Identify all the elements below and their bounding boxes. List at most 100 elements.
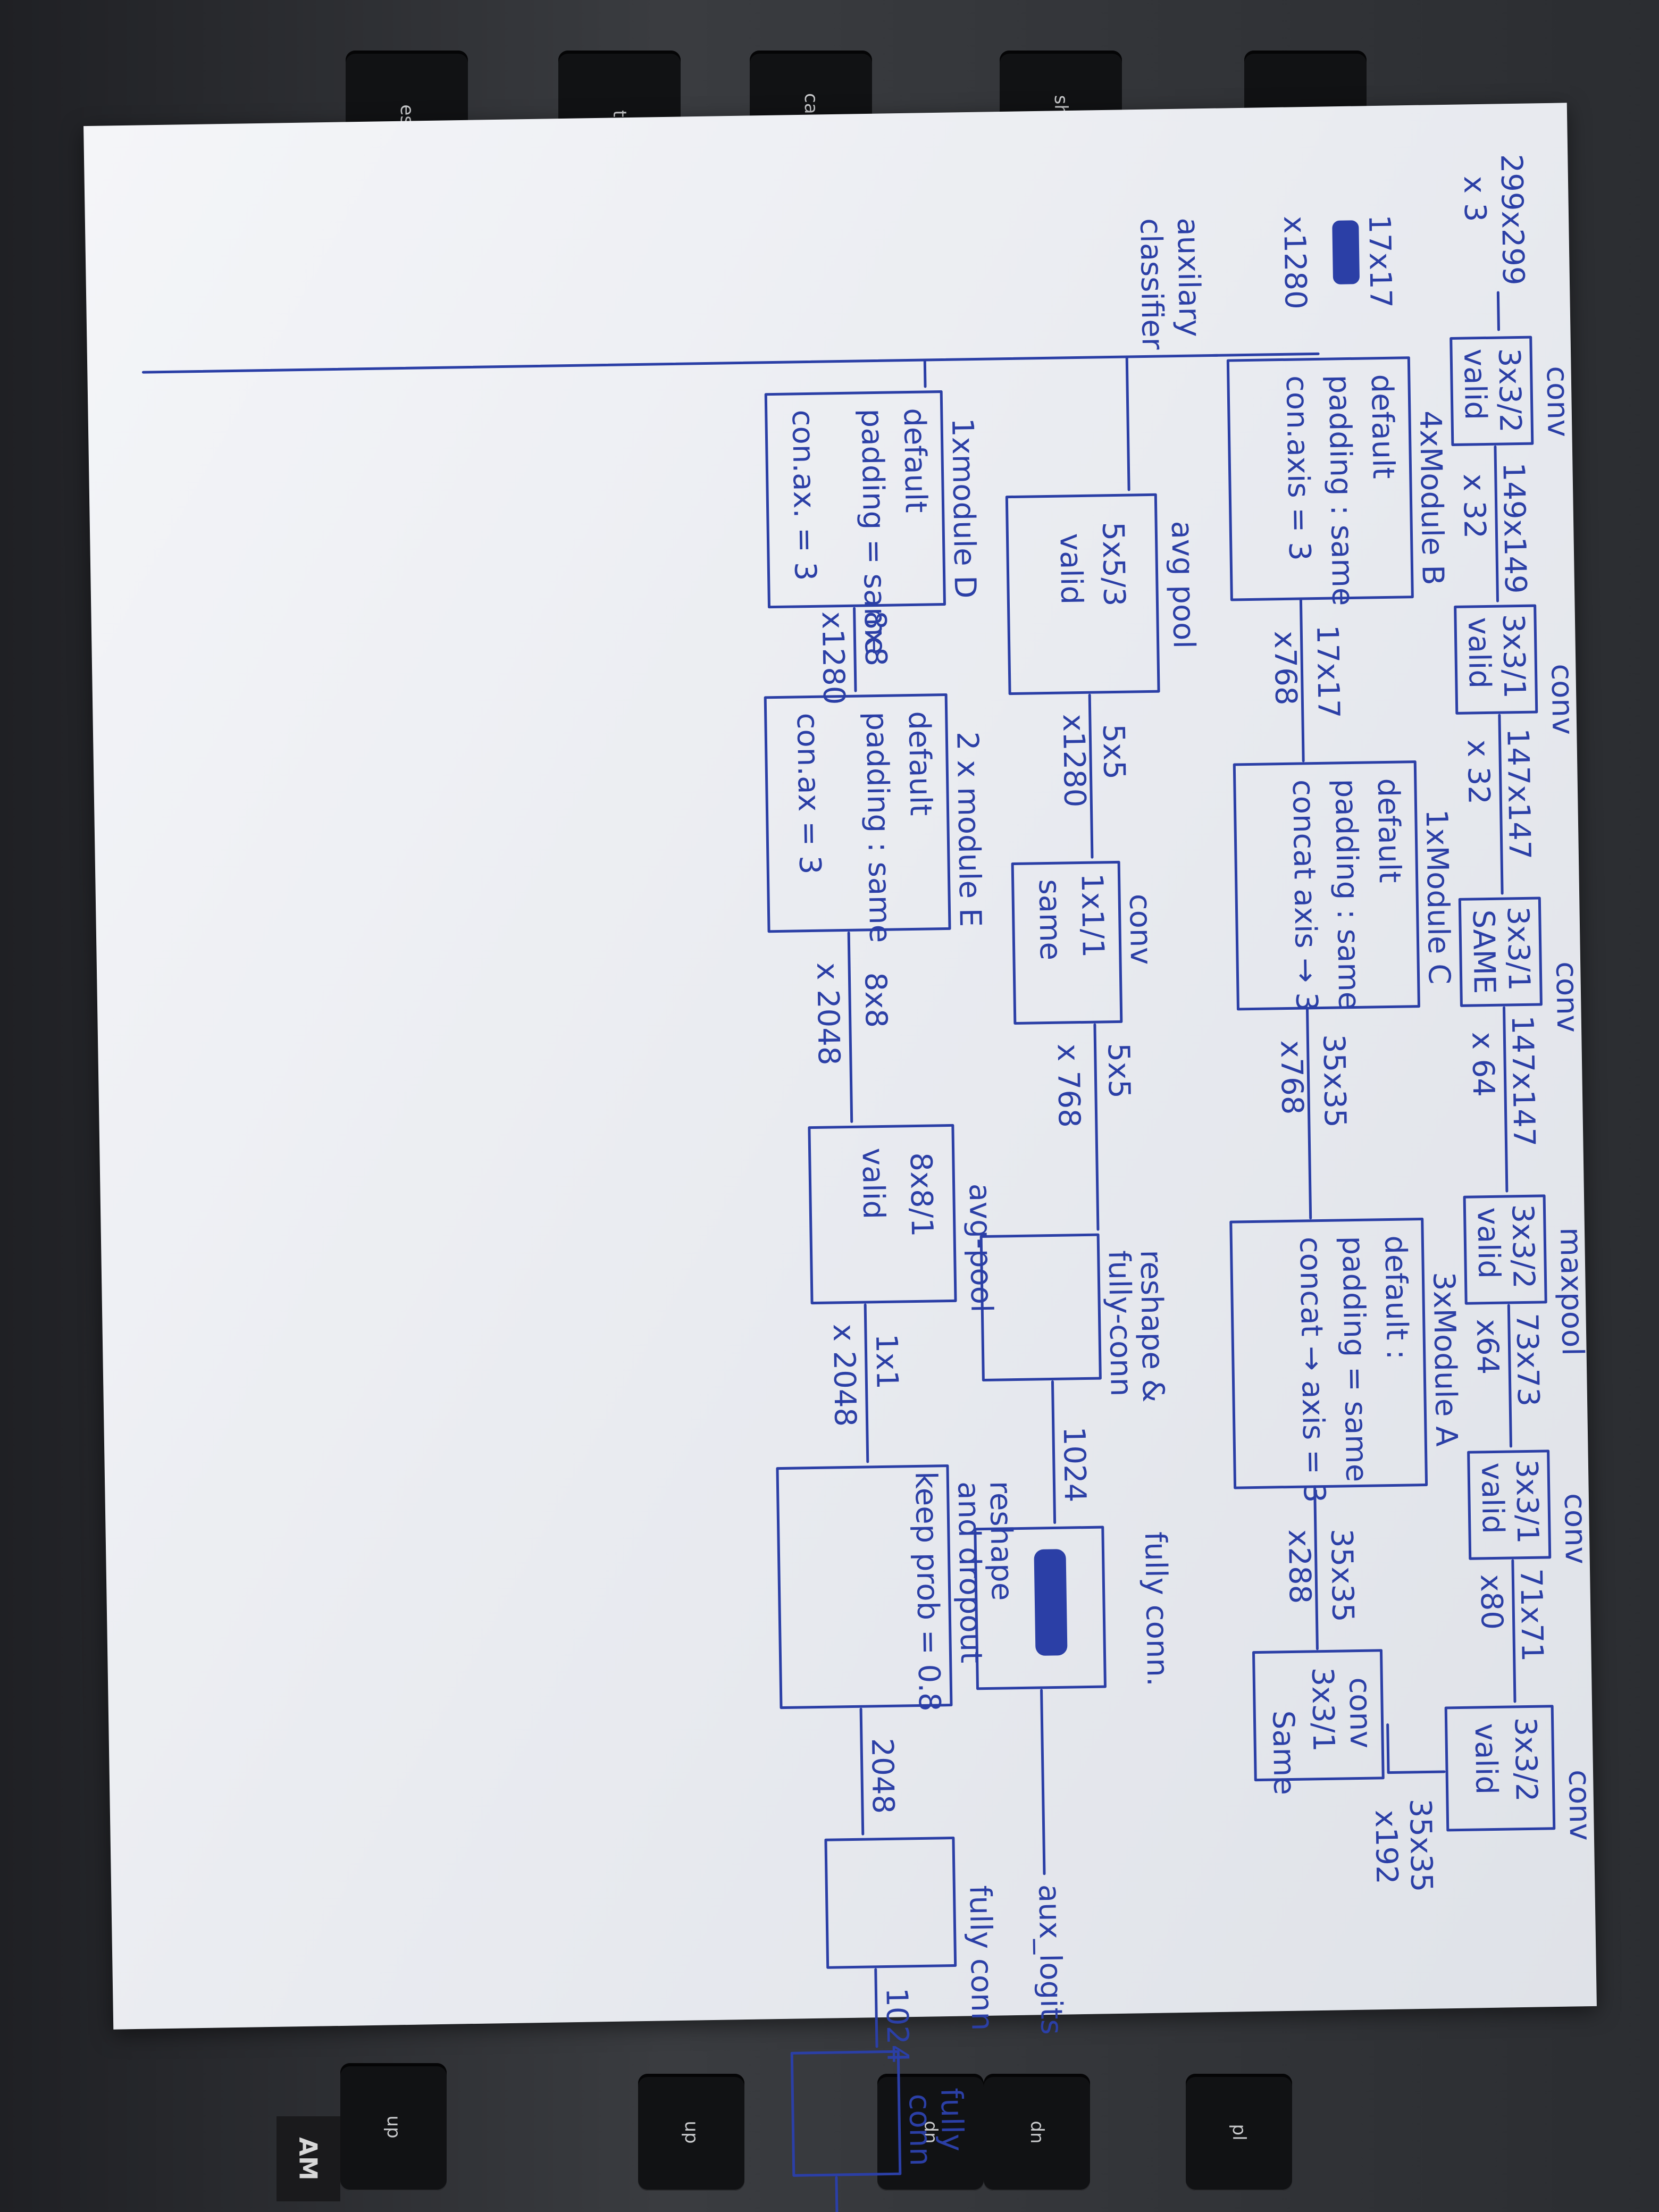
shape-3-a: 147x147	[1505, 1015, 1541, 1147]
key-right-1[interactable]: up	[340, 2063, 447, 2191]
block-aux-reshape: reshape & fully-conn	[979, 1233, 1170, 1403]
block-conv-5-title: conv	[1562, 1770, 1597, 1841]
final-shape-3-b: x 2048	[826, 1323, 862, 1427]
block-conv-3: conv 3x3/1 SAME	[1458, 896, 1585, 1033]
final-shape-1-b: x1280	[815, 611, 851, 705]
arrow-aux-1	[1088, 693, 1094, 859]
block-final-fc-2: fully conn	[790, 2050, 969, 2177]
block-reshape-line1: and dropout	[951, 1481, 988, 1663]
block-conv-1-line2: valid	[1457, 348, 1493, 420]
block-conv-5-line2: valid	[1468, 1723, 1504, 1795]
block-aux-avgpool-box	[1005, 493, 1160, 696]
arrow-aux-in	[1125, 355, 1130, 491]
block-module-e-line3: con.ax = 3	[790, 713, 827, 875]
block-aux-fc-title: fully conn.	[1138, 1531, 1175, 1687]
block-module-c: 1xModule C default padding : same concat…	[1233, 760, 1456, 1011]
block-aux-reshape-title: reshape &	[1134, 1250, 1170, 1403]
arrow-aux-out	[1040, 1689, 1046, 1875]
block-conv-2-line1: 3x3/1	[1496, 614, 1531, 699]
aux-label-2: classifier	[1133, 218, 1170, 350]
block-module-c-box	[1233, 760, 1420, 1011]
arrow-2	[1498, 714, 1504, 895]
block-conv-1-box	[1449, 336, 1534, 446]
key-right-2[interactable]: up	[638, 2074, 744, 2191]
block-final-fc-2-box	[790, 2050, 902, 2177]
block-module-c-line1: default	[1371, 778, 1407, 883]
block-avgpool: avg-pool 8x8/1 valid	[808, 1124, 999, 1313]
shape-5-b: x80	[1473, 1574, 1509, 1630]
block-module-c-line2: padding : same	[1328, 778, 1367, 1010]
arrow-aux-2	[1093, 1023, 1100, 1231]
block-reshape-box	[776, 1464, 953, 1710]
mshape-1-b: x288	[1281, 1529, 1317, 1604]
block-module-d-box	[764, 390, 946, 609]
block-conv-4: conv 3x3/1 valid	[1467, 1449, 1593, 1564]
block-avgpool-title: avg-pool	[962, 1183, 999, 1313]
block-module-d-line3: con.ax. = 3	[785, 409, 823, 581]
block-module-a-title: 3xModule A	[1426, 1271, 1463, 1446]
block-avgpool-line1: 8x8/1	[903, 1152, 939, 1237]
arrow-final-3	[864, 1303, 869, 1463]
key-right-3[interactable]: dn	[877, 2074, 984, 2191]
input-channels: x 3	[1457, 175, 1492, 222]
block-module-b-line3: con.axis = 3	[1279, 375, 1317, 562]
block-module-a-box	[1229, 1218, 1428, 1489]
block-conv-1-line1: 3x3/2	[1492, 348, 1527, 433]
mshape-4-b: x1280	[1277, 216, 1313, 310]
arrow-9	[1299, 597, 1305, 763]
final-shape-3-a: 1x1	[869, 1334, 904, 1389]
arrow-final-out	[835, 2176, 839, 2212]
shape-3-b: x 64	[1465, 1032, 1501, 1097]
key-right-5[interactable]: pl	[1186, 2074, 1292, 2191]
shape-6-b: x192	[1368, 1809, 1404, 1884]
aux-shape-1-b: x1280	[1056, 714, 1092, 808]
block-aux-fc: fully conn.	[974, 1526, 1175, 1690]
arrow-aux-3	[1051, 1380, 1057, 1524]
block-final-fc-1: fully conn	[824, 1837, 1000, 2031]
diagram-canvas: 299x299 x 3 conv 3x3/2 valid 149x149 x 3…	[141, 154, 1597, 2212]
arrow-6	[1386, 1723, 1446, 1774]
block-conv-3-line1: 3x3/1	[1501, 906, 1536, 991]
block-conv-6-line1: 3x3/1	[1305, 1667, 1340, 1752]
arrow-final-2	[847, 931, 853, 1123]
arrow-final-1	[853, 607, 857, 692]
branch-line-top	[1210, 352, 1320, 357]
aux-shape-3: 1024	[1057, 1426, 1092, 1503]
mshape-2-b: x768	[1273, 1040, 1309, 1115]
block-module-e: 2 x module E default padding : same con.…	[764, 693, 987, 943]
block-conv-4-box	[1467, 1449, 1552, 1560]
mshape-2-a: 35x35	[1316, 1034, 1352, 1128]
key-right-4[interactable]: dn	[984, 2074, 1090, 2191]
block-aux-conv-title: conv	[1122, 893, 1158, 965]
block-module-b: 4xModule B default padding : same con.ax…	[1226, 356, 1450, 606]
ink-scribble-2	[1034, 1549, 1068, 1656]
block-avgpool-line2: valid	[856, 1147, 891, 1219]
block-final-fc-2-title: fully	[934, 2088, 969, 2151]
block-reshape-title: reshape	[983, 1481, 1019, 1601]
mshape-1-a: 35x35	[1324, 1528, 1360, 1622]
final-shape-4: 2048	[865, 1738, 900, 1814]
block-conv-5-box	[1444, 1705, 1556, 1832]
aux-logits: aux_logits	[1032, 1884, 1068, 2035]
arrow-5	[1511, 1559, 1516, 1703]
block-module-d-line1: default	[897, 408, 933, 513]
aux-shape-2-b: x 768	[1050, 1043, 1086, 1128]
arrow-1	[1494, 445, 1499, 602]
shape-6-a: 35x35	[1403, 1798, 1439, 1892]
block-maxpool: maxpool 3x3/2 valid	[1463, 1194, 1590, 1356]
block-conv-3-box	[1458, 896, 1543, 1007]
block-module-a-line2: padding = same	[1335, 1236, 1373, 1482]
block-aux-avgpool-line2: valid	[1053, 533, 1088, 605]
arrow-8	[1305, 1007, 1312, 1220]
block-module-d-line2: padding = same	[854, 408, 893, 655]
block-conv-4-line2: valid	[1474, 1462, 1510, 1534]
arrow-4	[1507, 1304, 1512, 1448]
block-aux-conv-line1: 1x1/1	[1074, 873, 1110, 958]
shape-5-a: 71x71	[1513, 1568, 1549, 1662]
block-module-a-line3: concat → axis = 3	[1293, 1236, 1331, 1503]
block-module-e-box	[764, 693, 951, 933]
block-aux-avgpool-title: avg pool	[1164, 521, 1201, 649]
aux-label-1: auxilary	[1170, 217, 1207, 338]
block-module-c-line3: concat axis → 3	[1286, 779, 1324, 1011]
